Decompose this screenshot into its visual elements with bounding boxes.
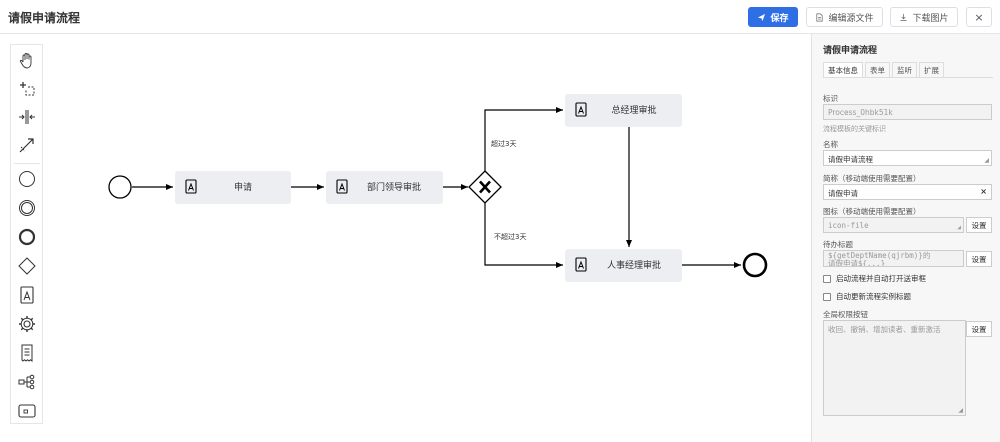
exclusive-gateway-icon[interactable] xyxy=(16,255,38,277)
flow-label-not-over3: 不超过3天 xyxy=(494,232,526,241)
clear-icon[interactable]: × xyxy=(980,187,987,196)
icon-field[interactable]: icon-file ◢ xyxy=(823,217,964,233)
close-button[interactable]: × xyxy=(966,7,992,27)
script-task-icon[interactable] xyxy=(16,342,38,364)
save-button[interactable]: 保存 xyxy=(748,7,798,27)
start-event-icon[interactable] xyxy=(16,168,38,190)
sequence-flows xyxy=(132,107,741,268)
user-task-icon xyxy=(575,257,587,272)
tool-palette xyxy=(10,44,43,424)
edit-source-button[interactable]: 编辑源文件 xyxy=(806,7,883,27)
top-bar: 请假申请流程 保存 编辑源文件 下载图片 × xyxy=(0,0,1000,34)
global-permission-value: 收回、撤销、增加读者、重新激活 xyxy=(828,325,941,334)
download-image-label: 下载图片 xyxy=(912,13,949,24)
user-task-icon[interactable] xyxy=(16,284,38,306)
exclusive-gateway[interactable] xyxy=(468,170,502,204)
resize-handle-icon: ◢ xyxy=(984,157,989,164)
tab-basic-info[interactable]: 基本信息 xyxy=(823,62,863,78)
auto-open-label: 启动流程并自动打开送审框 xyxy=(836,274,926,283)
icon-label: 图标（移动端使用需要配置） xyxy=(823,207,921,216)
flow-gateway-gm[interactable] xyxy=(484,107,563,171)
lasso-tool-icon[interactable] xyxy=(16,78,38,100)
name-value: 请假申请流程 xyxy=(828,155,873,164)
todo-title-field[interactable]: ${getDeptName(qjrbm)}的 请假申请${...} xyxy=(823,250,964,267)
task-hr[interactable]: 人事经理审批 xyxy=(565,249,682,282)
flow-gateway-hr[interactable] xyxy=(484,203,563,268)
id-field[interactable]: Process_0hbk51k xyxy=(823,104,992,120)
task-apply[interactable]: 申请 xyxy=(175,171,291,204)
name-field[interactable]: 请假申请流程 ◢ xyxy=(823,150,992,166)
send-icon xyxy=(758,13,766,21)
auto-open-checkbox[interactable]: 启动流程并自动打开送审框 xyxy=(823,273,926,284)
subprocess-icon[interactable] xyxy=(16,371,38,393)
auto-update-checkbox[interactable]: 自动更新流程实例标题 xyxy=(823,291,911,302)
space-tool-icon[interactable] xyxy=(16,106,38,128)
task-label-dept-leader: 部门领导审批 xyxy=(367,181,421,193)
id-label: 标识 xyxy=(823,94,838,103)
tabs-divider xyxy=(823,77,993,78)
panel-title: 请假申请流程 xyxy=(823,46,878,56)
name-label: 名称 xyxy=(823,140,838,149)
download-image-button[interactable]: 下载图片 xyxy=(890,7,958,27)
edit-source-label: 编辑源文件 xyxy=(828,13,874,24)
user-task-icon xyxy=(185,179,197,194)
page-title: 请假申请流程 xyxy=(8,11,81,25)
hand-tool-icon[interactable] xyxy=(16,50,38,72)
icon-value: icon-file xyxy=(828,221,869,230)
properties-panel: 请假申请流程 基本信息 表单 监听 扩展 标识 Process_0hbk51k … xyxy=(811,34,1000,442)
bpmn-diagram[interactable]: 超过3天 不超过3天 申请 部门领导审批 总经理审批 人事经理 xyxy=(0,0,810,442)
short-name-field[interactable]: 请假申请 × xyxy=(823,184,992,200)
icon-set-button[interactable]: 设置 xyxy=(966,217,992,233)
resize-handle-icon: ◢ xyxy=(958,407,963,414)
task-label-apply: 申请 xyxy=(234,181,252,193)
task-dept-leader[interactable]: 部门领导审批 xyxy=(326,171,443,204)
expanded-subprocess-icon[interactable] xyxy=(16,400,38,422)
global-permission-label: 全局权限按钮 xyxy=(823,310,868,319)
end-event-icon[interactable] xyxy=(16,226,38,248)
panel-tabs: 基本信息 表单 监听 扩展 xyxy=(823,62,944,78)
todo-title-label: 待办标题 xyxy=(823,240,853,249)
tab-listener[interactable]: 监听 xyxy=(892,62,917,78)
global-permission-field[interactable]: 收回、撤销、增加读者、重新激活 ◢ xyxy=(823,320,966,416)
start-event[interactable] xyxy=(108,175,132,199)
tab-extension[interactable]: 扩展 xyxy=(919,62,944,78)
user-task-icon xyxy=(336,179,348,194)
task-gm[interactable]: 总经理审批 xyxy=(565,94,682,127)
close-icon: × xyxy=(974,10,984,24)
id-hint: 流程模板的关键标识 xyxy=(823,125,886,133)
global-connect-icon[interactable] xyxy=(16,134,38,156)
file-icon xyxy=(816,13,824,21)
user-task-icon xyxy=(575,102,587,117)
task-label-gm: 总经理审批 xyxy=(611,104,656,116)
short-name-label: 简称（移动端使用需要配置） xyxy=(823,174,921,183)
short-name-value: 请假申请 xyxy=(828,189,858,198)
end-event[interactable] xyxy=(742,252,768,278)
checkbox-icon xyxy=(823,292,831,301)
todo-title-set-button[interactable]: 设置 xyxy=(966,251,992,267)
flow-label-over3: 超过3天 xyxy=(491,139,516,148)
global-permission-set-button[interactable]: 设置 xyxy=(966,321,992,337)
service-task-icon[interactable] xyxy=(16,313,38,335)
todo-title-value-2: 请假申请${...} xyxy=(828,259,886,267)
download-icon xyxy=(900,13,908,21)
resize-handle-icon: ◢ xyxy=(957,224,961,231)
palette-separator xyxy=(14,163,40,164)
save-button-label: 保存 xyxy=(770,13,789,24)
gateway-x-icon xyxy=(479,180,491,194)
checkbox-icon xyxy=(823,274,831,283)
todo-title-value: ${getDeptName(qjrbm)}的 xyxy=(828,251,931,260)
intermediate-event-icon[interactable] xyxy=(16,197,38,219)
auto-update-label: 自动更新流程实例标题 xyxy=(836,292,911,301)
task-label-hr: 人事经理审批 xyxy=(607,259,661,271)
tab-form[interactable]: 表单 xyxy=(865,62,890,78)
